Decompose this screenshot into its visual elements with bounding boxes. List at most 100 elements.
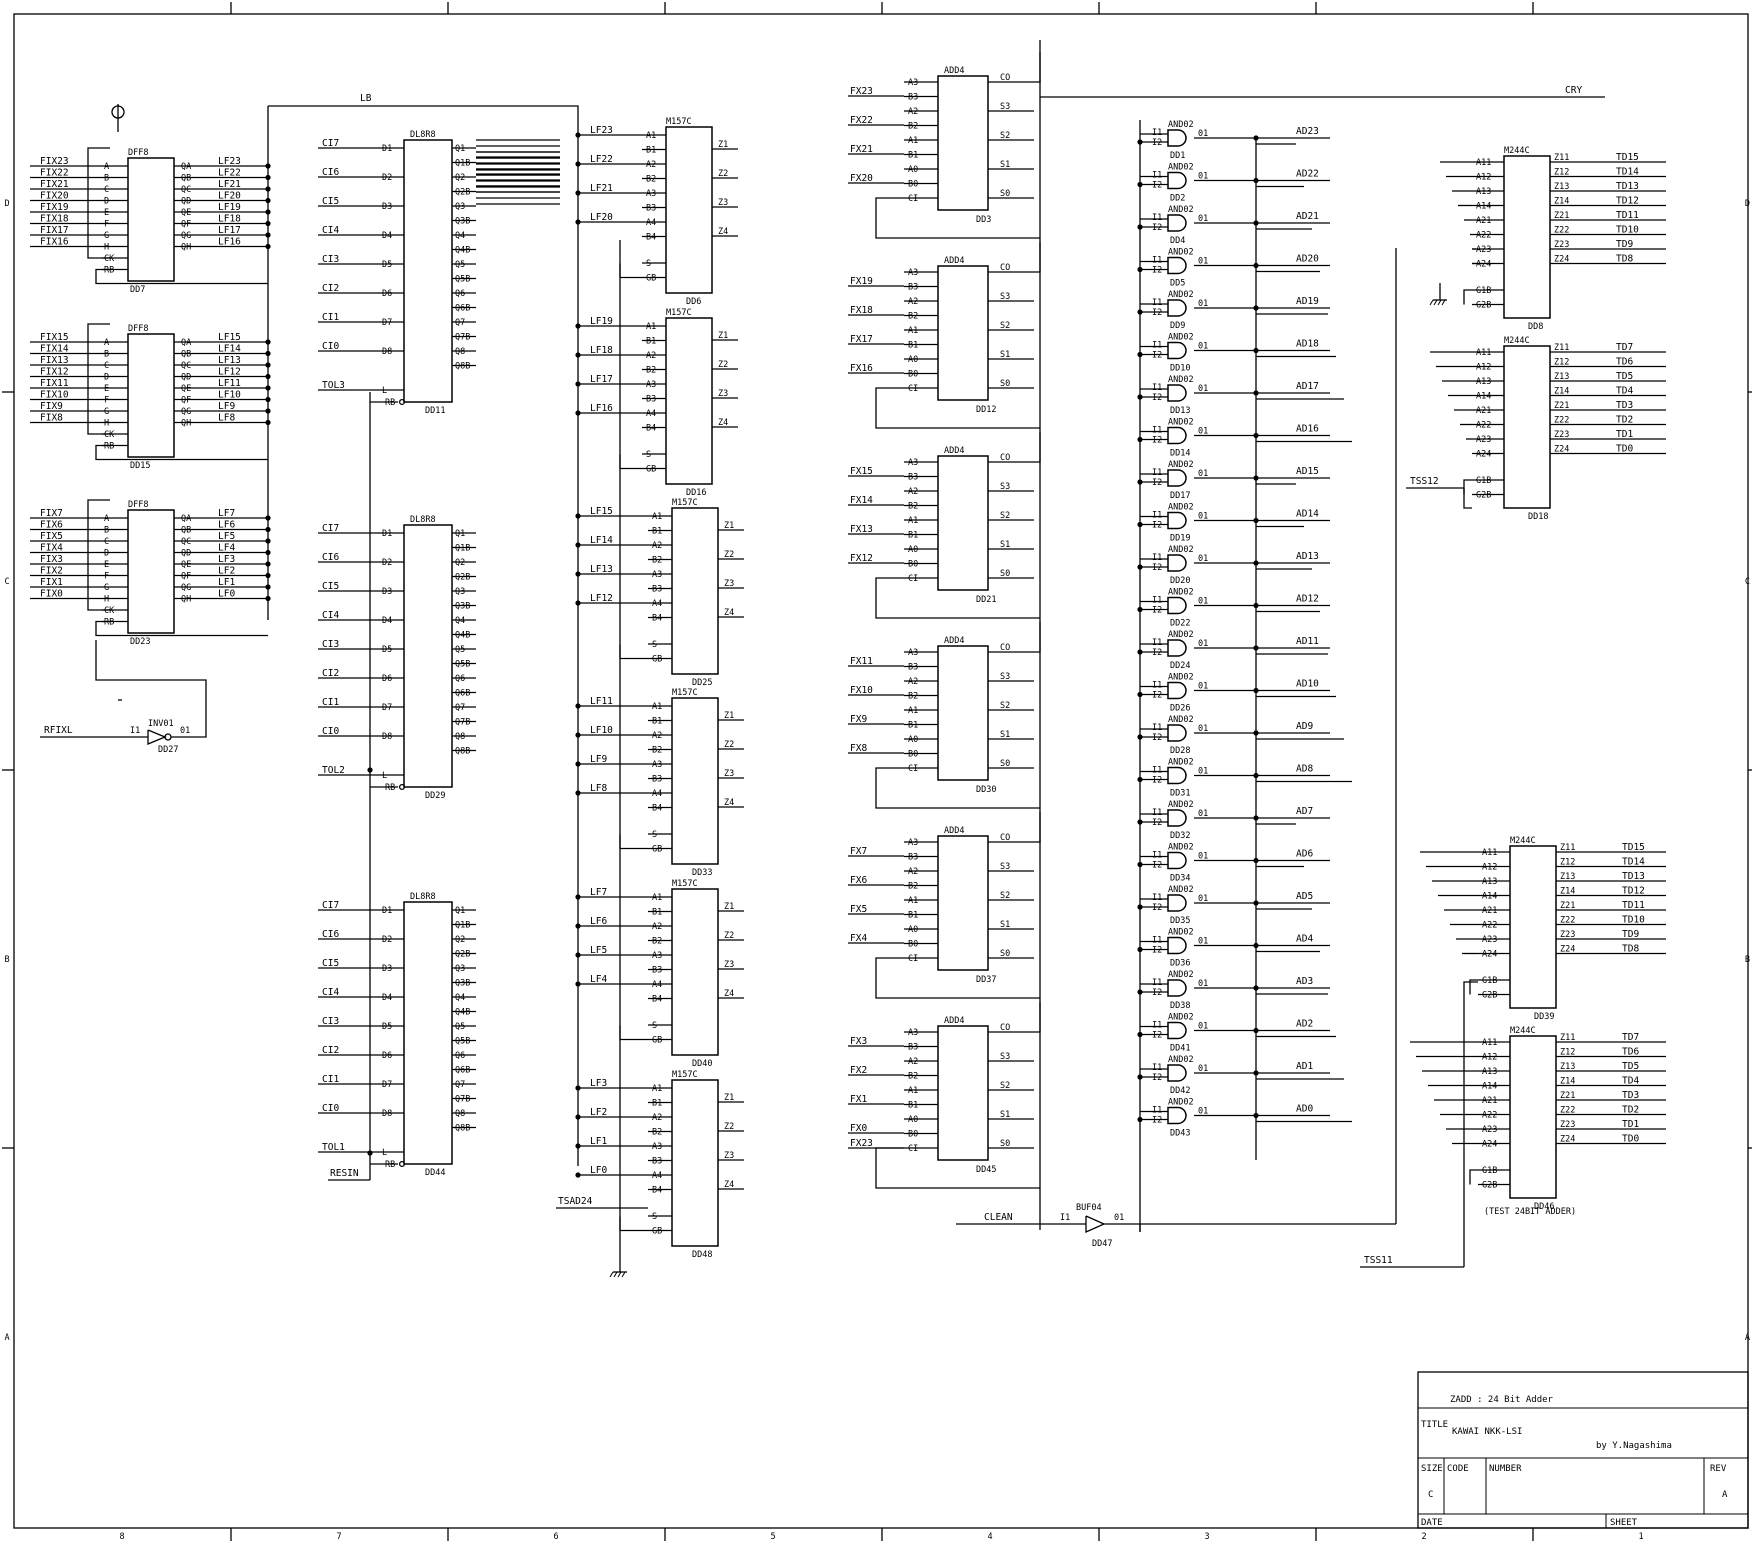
signal-label: LF6 — [218, 520, 235, 531]
pin-label: A2 — [652, 922, 662, 932]
pin-label: QB — [181, 526, 191, 536]
junction-dot — [575, 923, 581, 929]
junction-dot — [575, 1114, 581, 1120]
component-ref: DD30 — [976, 785, 996, 795]
dff8-box — [127, 333, 175, 458]
pin-label: Q2 — [455, 558, 465, 568]
pin-label: Z13 — [1554, 372, 1569, 382]
pin-label: B2 — [646, 175, 656, 185]
signal-label: LF13 — [590, 564, 613, 575]
author-text: by Y.Nagashima — [1596, 1441, 1672, 1451]
pin-label: B2 — [908, 312, 918, 322]
pin-label: I2 — [1152, 393, 1162, 403]
signal-label: FX0 — [850, 1123, 867, 1134]
pin-label: A21 — [1482, 1096, 1497, 1106]
junction-dot — [575, 761, 581, 767]
signal-label: FX8 — [850, 743, 867, 754]
pin-label: I1 — [1152, 298, 1162, 308]
signal-label: TD14 — [1622, 857, 1645, 868]
zone-label: 6 — [553, 1532, 558, 1542]
pin-label: B2 — [652, 746, 662, 756]
component-type: AND02 — [1168, 503, 1194, 513]
pin-label: I2 — [1152, 1031, 1162, 1041]
pin-label: Z14 — [1554, 197, 1569, 207]
signal-label: FX10 — [850, 685, 873, 696]
pin-label: I1 — [1152, 1021, 1162, 1031]
pin-label: S1 — [1000, 350, 1010, 360]
carry-in-wire — [875, 197, 1040, 239]
pin-label: Q3B — [455, 217, 470, 227]
signal-label: AD22 — [1296, 169, 1319, 180]
pin-label: B1 — [652, 1099, 662, 1109]
junction-dot — [575, 219, 581, 225]
component-ref: DD23 — [130, 637, 150, 647]
pin-label: D2 — [382, 558, 392, 568]
pin-label: QB — [181, 350, 191, 360]
signal-label: TD6 — [1622, 1047, 1639, 1058]
select-wire — [619, 1216, 648, 1232]
pin-label: A3 — [908, 838, 918, 848]
pin-label: Q4B — [455, 631, 470, 641]
pin-label: I1 — [1152, 1106, 1162, 1116]
pin-label: A21 — [1482, 906, 1497, 916]
pin-label: I2 — [1152, 478, 1162, 488]
component-ref: DD21 — [976, 595, 996, 605]
component-ref: DD27 — [158, 745, 178, 755]
pin-label: A13 — [1482, 1067, 1497, 1077]
pin-label: B1 — [908, 911, 918, 921]
pin-label: CO — [1000, 833, 1010, 843]
component-ref: DD1 — [1170, 151, 1185, 161]
pin-label: A3 — [652, 1142, 662, 1152]
component-ref: DD10 — [1170, 364, 1190, 374]
pin-label: F — [104, 220, 109, 230]
signal-label: TD15 — [1622, 842, 1645, 853]
pin-label: Z21 — [1560, 1091, 1575, 1101]
pin-label: D6 — [382, 289, 392, 299]
pin-label: S0 — [1000, 949, 1010, 959]
signal-label: LF22 — [218, 168, 241, 179]
pin-label: G — [104, 583, 109, 593]
pin-label: A0 — [908, 545, 918, 555]
pin-label: Z1 — [724, 711, 734, 721]
signal-label: LF9 — [218, 401, 235, 412]
pin-label: I2 — [1152, 181, 1162, 191]
pin-label: G1B — [1482, 1166, 1497, 1176]
components: DFF8DD7AFIX23BFIX22CFIX21DFIX20EFIX19FFI… — [40, 66, 1645, 1266]
pin-label: B4 — [652, 614, 662, 624]
pin-label: B3 — [646, 395, 656, 405]
pin-label: B0 — [908, 1130, 918, 1140]
component-ref: DD47 — [1092, 1239, 1112, 1249]
signal-label: CI3 — [322, 639, 339, 650]
signal-label: AD18 — [1296, 339, 1319, 350]
component-ref: DD8 — [1528, 322, 1543, 332]
pin-label: CO — [1000, 1023, 1010, 1033]
pin-label: A24 — [1482, 1140, 1497, 1150]
pin-label: Z23 — [1554, 430, 1569, 440]
pin-label: A2 — [908, 107, 918, 117]
reset-wire — [95, 444, 268, 461]
pin-label: Z3 — [718, 389, 728, 399]
pin-label: CO — [1000, 73, 1010, 83]
clock-connector — [111, 105, 125, 119]
pin-label: A13 — [1482, 877, 1497, 887]
component-ref: DD18 — [1528, 512, 1548, 522]
pin-label: A4 — [652, 599, 662, 609]
pin-label: I1 — [1152, 638, 1162, 648]
pin-label: G2B — [1482, 991, 1497, 1001]
signal-label: CI3 — [322, 254, 339, 265]
zone-label: C — [1745, 577, 1750, 587]
pin-label: I2 — [1152, 266, 1162, 276]
pin-label: Z3 — [718, 198, 728, 208]
signal-label: AD0 — [1296, 1104, 1313, 1115]
pin-label: S2 — [1000, 131, 1010, 141]
pin-label: 01 — [1198, 384, 1208, 394]
component-ref: DD19 — [1170, 534, 1190, 544]
pin-label: Z13 — [1560, 872, 1575, 882]
pin-label: S — [652, 640, 657, 650]
pin-label: I1 — [1152, 553, 1162, 563]
pin-label: C — [104, 185, 109, 195]
signal-label: CI4 — [322, 987, 339, 998]
